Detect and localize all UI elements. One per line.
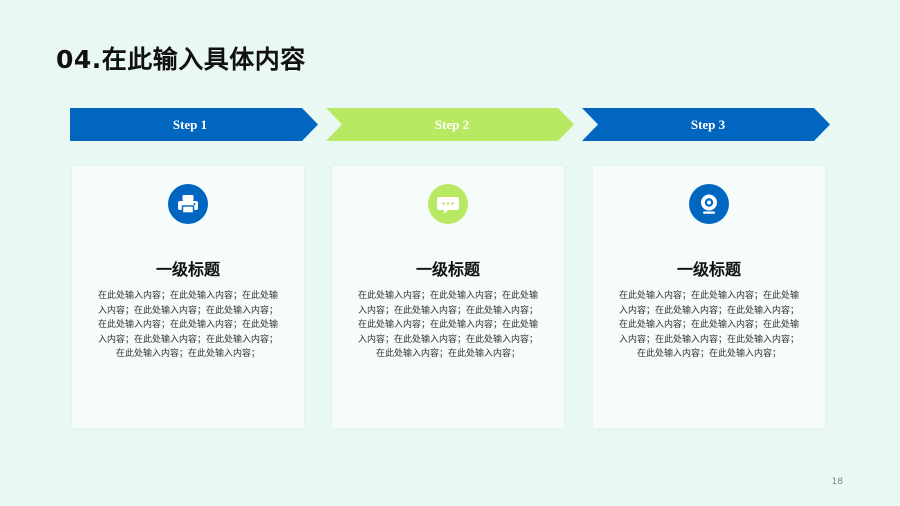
step-label: Step 2: [434, 117, 470, 132]
card-body-text: 在此处输入内容；在此处输入内容；在此处输入内容；在此处输入内容；在此处输入内容；…: [357, 291, 538, 359]
step-arrow-1: Step 1: [70, 108, 318, 141]
step-arrow-shape: [70, 108, 318, 141]
card-heading: 一级标题: [155, 260, 220, 279]
step-label: Step 1: [172, 117, 208, 132]
page-number: 18: [831, 477, 843, 487]
webcam-icon: [689, 184, 729, 224]
card-body-text: 在此处输入内容；在此处输入内容；在此处输入内容；在此处输入内容；在此处输入内容；…: [97, 291, 278, 359]
step-label: Step 3: [690, 117, 726, 132]
content-card-1: 一级标题 在此处输入内容；在此处输入内容；在此处输入内容；在此处输入内容；在此处…: [72, 166, 304, 428]
printer-icon: [168, 184, 208, 224]
step-arrow-shape: [326, 108, 574, 141]
slide-title: 04.在此输入具体内容: [56, 45, 306, 74]
content-card-3: 一级标题 在此处输入内容；在此处输入内容；在此处输入内容；在此处输入内容；在此处…: [593, 166, 825, 428]
card-heading: 一级标题: [415, 260, 480, 279]
step-arrow-2: Step 2: [326, 108, 574, 141]
chat-bubble-icon: [428, 184, 468, 224]
step-arrows: Step 1 Step 2 Step 3: [70, 108, 830, 141]
content-card-2: 一级标题 在此处输入内容；在此处输入内容；在此处输入内容；在此处输入内容；在此处…: [332, 166, 564, 428]
card-body-text: 在此处输入内容；在此处输入内容；在此处输入内容；在此处输入内容；在此处输入内容；…: [618, 291, 799, 359]
step-arrow-3: Step 3: [582, 108, 830, 141]
step-arrow-shape: [582, 108, 830, 141]
card-heading: 一级标题: [676, 260, 741, 279]
